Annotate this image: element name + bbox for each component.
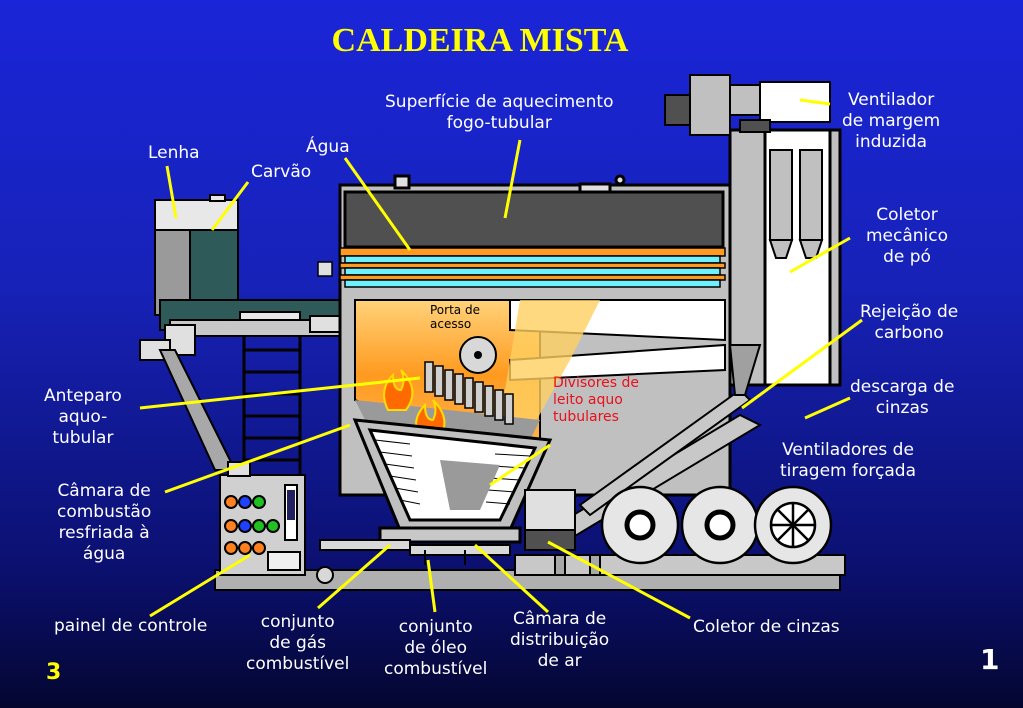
label-coletor-cinzas: Coletor de cinzas bbox=[693, 617, 840, 637]
fuel-hoppers bbox=[154, 194, 346, 331]
induced-draft-fan bbox=[664, 74, 831, 136]
label-camara-distribuicao: Câmara de distribuição de ar bbox=[510, 609, 610, 671]
control-panel bbox=[219, 461, 306, 576]
label-camara-combustao: Câmara de combustão resfriada à água bbox=[57, 481, 152, 564]
dust-collector bbox=[728, 128, 842, 396]
label-ventiladores-tiragem: Ventiladores de tiragem forçada bbox=[780, 440, 916, 481]
label-coletor-mecanico: Coletor mecânico de pó bbox=[866, 205, 949, 267]
ash-collector-box bbox=[524, 489, 576, 551]
forced-draft-fans bbox=[600, 485, 833, 565]
label-carvao: Carvão bbox=[251, 162, 312, 182]
ash-hopper bbox=[352, 418, 553, 544]
label-superficie: Superfície de aquecimento fogo-tubular bbox=[385, 92, 614, 133]
water-wall-tubes bbox=[424, 361, 514, 425]
slide-number-right: 1 bbox=[980, 643, 1000, 676]
label-conjunto-oleo: conjunto de óleo combustível bbox=[384, 617, 488, 679]
label-lenha: Lenha bbox=[148, 143, 200, 163]
label-divisores: Divisores de leito aquo tubulares bbox=[553, 375, 640, 425]
feeder-pipe bbox=[139, 315, 341, 471]
label-porta-acesso: Porta de acesso bbox=[430, 303, 480, 331]
water-tubes bbox=[317, 247, 726, 288]
label-rejeicao: Rejeição de carbono bbox=[860, 302, 959, 343]
label-anteparo: Anteparo aquo- tubular bbox=[44, 386, 122, 448]
leader-lines bbox=[139, 98, 863, 620]
label-ventilador-margem: Ventilador de margem induzida bbox=[842, 90, 941, 152]
label-conjunto-gas: conjunto de gás combustível bbox=[246, 612, 350, 674]
slide-number-left: 3 bbox=[46, 660, 62, 685]
fuel-lines bbox=[316, 539, 511, 584]
label-descarga: descarga de cinzas bbox=[850, 377, 955, 418]
diagram-title: CALDEIRA MISTA bbox=[331, 22, 629, 59]
label-painel: painel de controle bbox=[54, 616, 208, 636]
label-agua: Água bbox=[306, 137, 350, 157]
